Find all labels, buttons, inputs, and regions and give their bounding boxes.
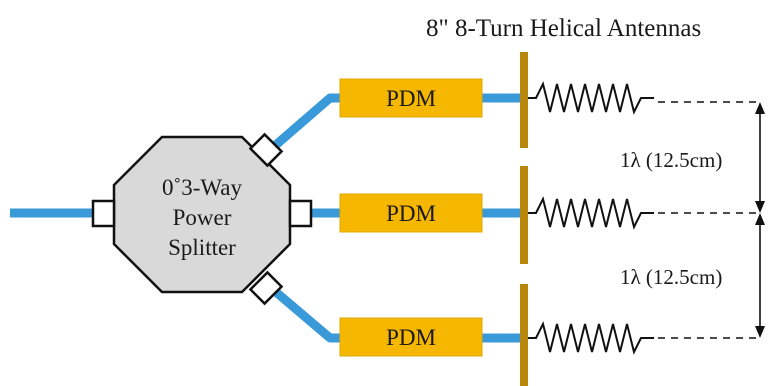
- pdm-box-top: [339, 78, 483, 118]
- ground-plane-middle: [520, 166, 528, 264]
- splitter-label-line1: 0˚3-Way: [162, 175, 242, 200]
- input-connector: [91, 199, 116, 228]
- helical-antenna-middle: [528, 196, 654, 230]
- arrow-lower-top: [755, 213, 765, 225]
- pdm-label-middle: PDM: [386, 201, 436, 226]
- helical-antenna-bottom: [528, 321, 654, 355]
- splitter-label-line3: Splitter: [168, 235, 236, 260]
- spacing-label-bg-upper: [618, 146, 756, 174]
- splitter-label-line2: Power: [173, 205, 232, 230]
- pdm-box-middle: [339, 193, 483, 233]
- output-connector-middle: [288, 199, 313, 228]
- pdm-box-bottom: [339, 317, 483, 357]
- helical-antenna-top: [528, 81, 654, 115]
- spacing-label-bg-lower: [618, 263, 756, 291]
- output-connector-top: [248, 132, 284, 168]
- pdm-label-top: PDM: [386, 86, 436, 111]
- ground-plane-bottom: [520, 284, 528, 386]
- arrow-upper-top: [755, 102, 765, 114]
- arrow-upper-bottom: [755, 201, 765, 213]
- diagram-title: 8" 8-Turn Helical Antennas: [426, 15, 701, 42]
- arrow-lower-bottom: [755, 326, 765, 338]
- spacing-label-upper: 1λ (12.5cm): [620, 148, 722, 172]
- spacing-label-lower: 1λ (12.5cm): [620, 265, 722, 289]
- output-connector-bottom: [248, 270, 284, 306]
- ground-plane-top: [520, 52, 528, 148]
- pdm-label-bottom: PDM: [386, 325, 436, 350]
